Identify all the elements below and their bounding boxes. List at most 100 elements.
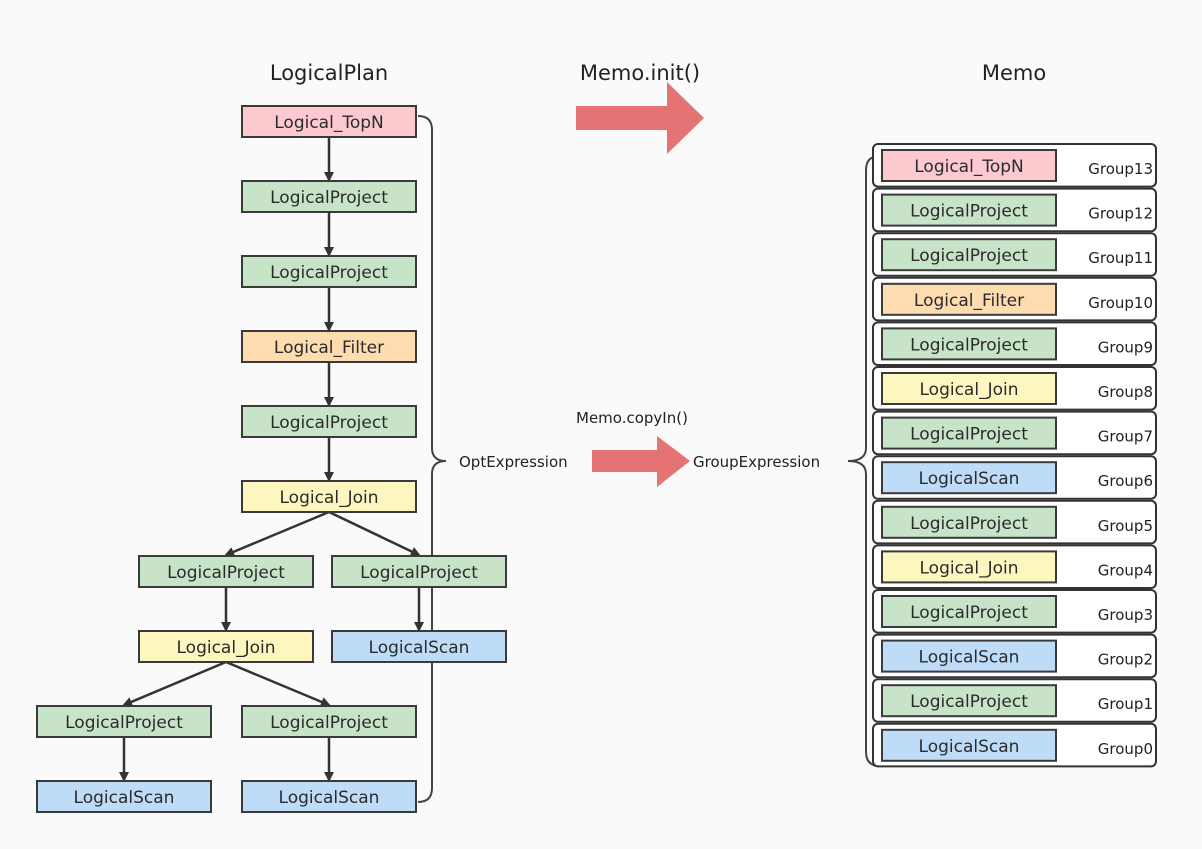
memo-group-row: Logical_TopN Group13 (872, 143, 1157, 188)
memo-node-label: LogicalProject (910, 514, 1028, 534)
memo-node-label: LogicalProject (910, 246, 1028, 266)
memo-node-box (881, 416, 1057, 450)
memo-group-label: Group11 (1088, 249, 1153, 267)
plan-node-box (241, 480, 417, 513)
memo-node-label: LogicalProject (910, 335, 1028, 355)
memo-node-box (881, 193, 1057, 227)
plan-node-label: LogicalProject (270, 263, 388, 283)
plan-node-box (36, 780, 212, 813)
memo-group-row: LogicalScan Group0 (872, 722, 1157, 768)
plan-node-box (241, 780, 417, 813)
plan-edges (119, 137, 424, 782)
memo-init-title: Memo.init() (580, 61, 700, 85)
memo-group-label: Group4 (1098, 561, 1153, 579)
memo-node-label: LogicalScan (919, 737, 1020, 757)
memo-group-label: Group7 (1098, 428, 1153, 446)
memo-node-label: LogicalProject (910, 202, 1028, 222)
plan-node-filter: Logical_Filter (241, 330, 417, 363)
plan-edge (224, 510, 330, 557)
plan-node-label: LogicalScan (279, 788, 380, 808)
plan-node-label: LogicalProject (270, 413, 388, 433)
memo-group-label: Group3 (1098, 606, 1153, 624)
memo-node-label: LogicalScan (919, 469, 1020, 489)
memo-node-box (881, 372, 1057, 405)
memo-title: Memo (982, 61, 1046, 85)
plan-node-project: LogicalProject (36, 705, 212, 738)
plan-node-label: LogicalScan (74, 788, 175, 808)
memo-node-label: Logical_Filter (914, 291, 1024, 311)
memo-node-label: LogicalProject (910, 425, 1028, 445)
plan-node-project: LogicalProject (241, 180, 417, 213)
memo-group-row: Logical_Join Group8 (872, 366, 1157, 411)
memo-group-row: Logical_Join Group4 (872, 544, 1157, 590)
plan-node-project: LogicalProject (331, 555, 507, 588)
plan-node-box (241, 330, 417, 363)
memo-group-label: Group0 (1098, 740, 1153, 758)
plan-node-label: LogicalProject (167, 563, 285, 583)
memo-node-box (881, 505, 1057, 539)
memo-node-box (881, 327, 1057, 361)
memo-node-box (881, 684, 1057, 718)
memo-group-label: Group10 (1088, 294, 1153, 312)
memo-node-box (881, 595, 1057, 628)
memo-group-label: Group9 (1098, 338, 1153, 356)
plan-node-box (241, 405, 417, 438)
memo-node-label: LogicalProject (910, 692, 1028, 712)
memo-copy-in-arrow (592, 436, 690, 487)
logical-plan-nodes: Logical_TopNLogicalProjectLogicalProject… (36, 105, 507, 813)
memo-node-box (881, 639, 1057, 673)
memo-group-row: LogicalProject Group7 (872, 410, 1157, 456)
plan-node-box (138, 555, 314, 588)
memo-node-box (881, 238, 1057, 272)
plan-node-scan: LogicalScan (241, 780, 417, 813)
memo-node-box (881, 461, 1057, 495)
memo-group-row: LogicalProject Group1 (872, 678, 1157, 723)
plan-edge (225, 660, 331, 707)
memo-node-box (881, 550, 1057, 584)
plan-node-box (241, 105, 417, 138)
plan-node-label: LogicalProject (65, 713, 183, 733)
memo-node-label: Logical_Join (920, 558, 1019, 578)
logical-plan-title: LogicalPlan (270, 61, 388, 85)
plan-edge (328, 510, 421, 557)
memo-node-box (881, 282, 1057, 316)
memo-group-label: Group6 (1098, 472, 1153, 490)
plan-node-join: Logical_Join (138, 630, 314, 663)
plan-node-project: LogicalProject (241, 405, 417, 438)
plan-node-label: LogicalScan (369, 638, 470, 658)
plan-node-box (36, 705, 212, 738)
opt-expression-brace (417, 115, 447, 803)
memo-init-arrow (576, 82, 704, 154)
plan-node-label: Logical_Join (280, 488, 379, 508)
memo-group-row: Logical_Filter Group10 (872, 276, 1157, 322)
plan-node-topn: Logical_TopN (241, 105, 417, 138)
plan-node-project: LogicalProject (138, 555, 314, 588)
plan-node-label: Logical_Join (177, 638, 276, 658)
plan-node-label: Logical_Filter (274, 338, 384, 358)
plan-node-label: LogicalProject (270, 713, 388, 733)
memo-group-row: LogicalProject Group9 (872, 321, 1157, 366)
memo-group-row: LogicalProject Group11 (872, 232, 1157, 277)
memo-group-label: Group1 (1098, 695, 1153, 713)
memo-node-label: Logical_TopN (914, 157, 1023, 177)
plan-node-box (331, 555, 507, 588)
plan-node-box (241, 255, 417, 288)
memo-node-box (881, 149, 1057, 182)
plan-node-scan: LogicalScan (331, 630, 507, 663)
plan-node-box (138, 630, 314, 663)
memo-group-label: Group13 (1088, 160, 1153, 178)
group-expression-label: GroupExpression (693, 453, 820, 471)
memo-group-label: Group8 (1098, 383, 1153, 401)
plan-node-box (241, 705, 417, 738)
plan-edge (122, 660, 227, 707)
plan-node-label: LogicalProject (360, 563, 478, 583)
plan-node-label: LogicalProject (270, 188, 388, 208)
memo-node-label: Logical_Join (920, 380, 1019, 400)
group-expression-brace (847, 155, 881, 767)
